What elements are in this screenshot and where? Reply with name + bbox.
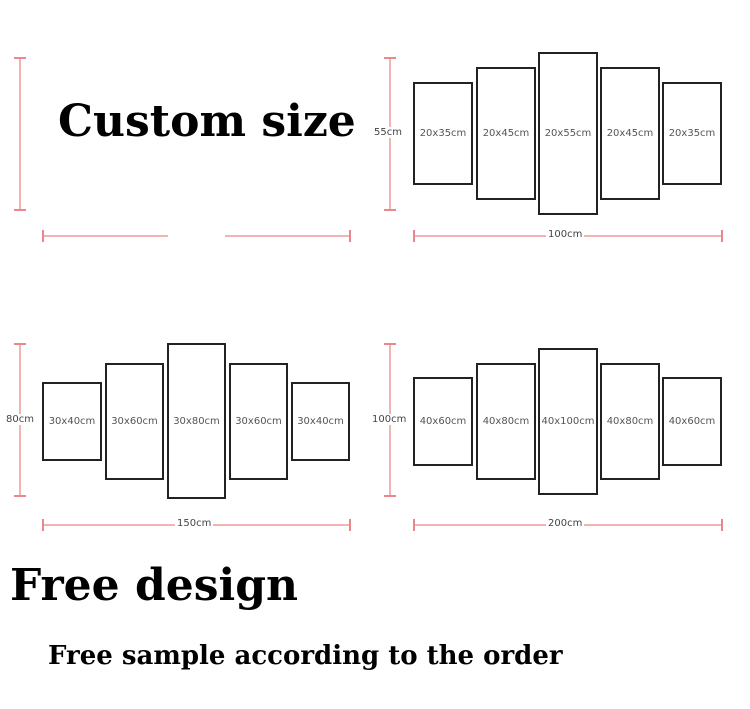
canvas-panel: 20x35cm	[662, 82, 722, 185]
canvas-panel: 30x60cm	[105, 363, 164, 480]
canvas-panel: 20x55cm	[538, 52, 598, 215]
canvas-panel: 30x40cm	[291, 382, 350, 461]
custom-height-cap-bottom	[14, 209, 26, 211]
width-cap-right	[721, 230, 723, 242]
width-cap-left	[42, 519, 44, 531]
canvas-panel: 40x80cm	[600, 363, 660, 480]
custom-width-line-right	[225, 235, 351, 237]
height-label: 80cm	[4, 414, 36, 425]
width-cap-right	[721, 519, 723, 531]
canvas-panel: 40x60cm	[413, 377, 473, 466]
width-label: 100cm	[546, 229, 585, 240]
width-cap-left	[413, 519, 415, 531]
canvas-panel: 40x80cm	[476, 363, 536, 480]
height-cap-bottom	[14, 495, 26, 497]
custom-width-line-left	[42, 235, 168, 237]
free-sample-text: Free sample according to the order	[48, 641, 563, 671]
custom-width-cap-right	[349, 230, 351, 242]
custom-size-title: Custom size	[58, 96, 356, 147]
width-cap-left	[413, 230, 415, 242]
canvas-panel: 40x60cm	[662, 377, 722, 466]
canvas-panel: 40x100cm	[538, 348, 598, 495]
height-cap-bottom	[384, 495, 396, 497]
height-cap-bottom	[384, 209, 396, 211]
height-cap-top	[14, 343, 26, 345]
custom-width-cap-left	[42, 230, 44, 242]
width-label: 200cm	[546, 518, 585, 529]
canvas-panel: 30x80cm	[167, 343, 226, 499]
canvas-panel: 30x60cm	[229, 363, 288, 480]
canvas-panel: 20x45cm	[476, 67, 536, 200]
canvas-panel: 30x40cm	[42, 382, 102, 461]
width-cap-right	[349, 519, 351, 531]
height-label: 100cm	[370, 414, 409, 425]
height-cap-top	[384, 343, 396, 345]
width-label: 150cm	[175, 518, 214, 529]
custom-height-cap-top	[14, 57, 26, 59]
height-label: 55cm	[372, 127, 404, 138]
custom-height-line	[19, 58, 21, 210]
free-design-heading: Free design	[10, 560, 298, 611]
height-cap-top	[384, 57, 396, 59]
canvas-panel: 20x45cm	[600, 67, 660, 200]
canvas-panel: 20x35cm	[413, 82, 473, 185]
